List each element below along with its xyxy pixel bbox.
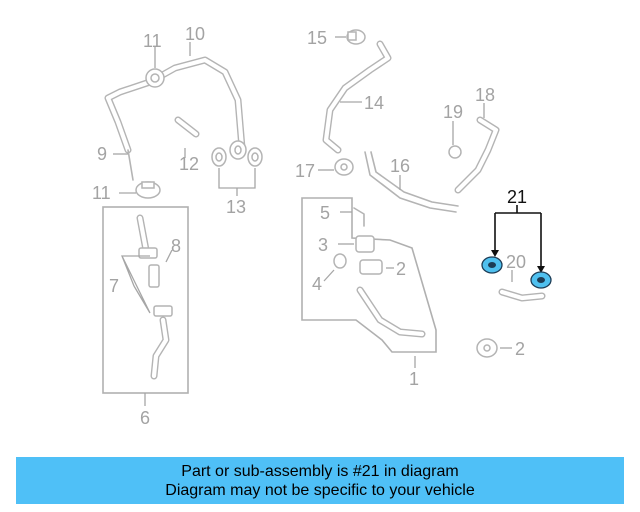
callout-17: 17 xyxy=(295,161,315,181)
group-box-6: 8 7 6 xyxy=(102,206,189,428)
callout-11-lower: 11 xyxy=(92,183,111,203)
callout-5: 5 xyxy=(320,203,330,223)
callout-8: 8 xyxy=(171,236,181,256)
clip-19 xyxy=(448,145,462,159)
callout-10: 10 xyxy=(185,24,205,44)
callout-11-upper: 11 xyxy=(143,31,162,51)
callout-7: 7 xyxy=(109,276,119,296)
parts-diagram: 10 11 9 12 11 13 8 7 6 xyxy=(92,24,552,428)
group-upper-left: 10 11 9 12 11 13 xyxy=(92,24,263,217)
callout-16: 16 xyxy=(390,156,410,176)
gaskets-13 xyxy=(211,140,263,167)
callout-15: 15 xyxy=(307,28,327,48)
callout-19: 19 xyxy=(443,102,463,122)
banner-line-2: Diagram may not be specific to your vehi… xyxy=(165,481,475,499)
callout-12: 12 xyxy=(179,154,199,174)
clamp-21-left xyxy=(481,256,503,274)
clamp-15 xyxy=(346,29,366,45)
callout-13: 13 xyxy=(226,197,246,217)
callout-9: 9 xyxy=(97,144,107,164)
info-banner: Part or sub-assembly is #21 in diagram D… xyxy=(16,457,624,504)
callout-2-right: 2 xyxy=(515,339,525,359)
callout-20: 20 xyxy=(506,252,526,272)
clamp-17 xyxy=(334,158,354,176)
group-housing-1: 5 3 4 2 1 xyxy=(301,197,437,389)
group-right: 20 2 21 xyxy=(476,187,552,359)
callout-3: 3 xyxy=(318,235,328,255)
callout-1: 1 xyxy=(409,369,419,389)
callout-18: 18 xyxy=(475,85,495,105)
callout-14: 14 xyxy=(364,93,384,113)
callout-4: 4 xyxy=(312,274,322,294)
clamp-2-right xyxy=(476,338,498,358)
clamp-11-lower xyxy=(135,181,161,199)
callout-6: 6 xyxy=(140,408,150,428)
callout-21: 21 xyxy=(507,187,527,207)
callout-2-center: 2 xyxy=(396,259,406,279)
banner-line-1: Part or sub-assembly is #21 in diagram xyxy=(181,462,459,480)
clamp-21-right xyxy=(530,271,552,289)
hose-12 xyxy=(174,116,200,138)
clamp-11-upper xyxy=(145,68,165,88)
group-upper-center: 15 14 19 18 17 16 xyxy=(295,28,500,213)
